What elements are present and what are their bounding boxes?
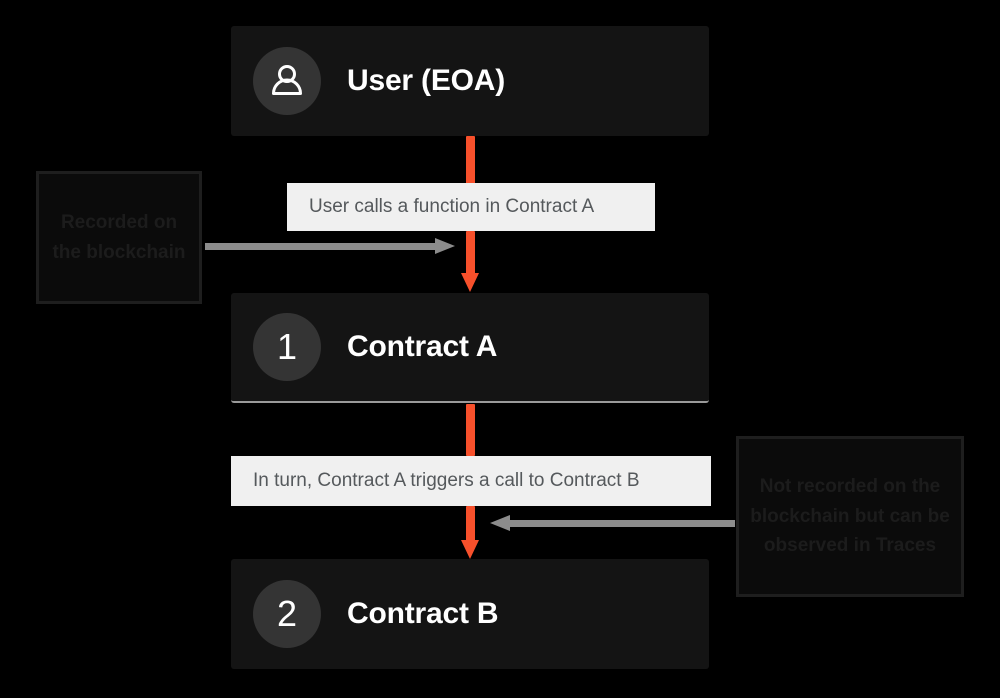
arrow-shaft xyxy=(466,231,475,275)
step-label-contract-a-triggers-contract-b: In turn, Contract A triggers a call to C… xyxy=(231,456,711,506)
flow-arrow-step1-to-contract-a xyxy=(461,231,479,293)
node-user-label: User (EOA) xyxy=(347,64,506,97)
arrow-head xyxy=(490,515,510,531)
arrow-head-down-icon xyxy=(461,273,479,292)
arrow-shaft xyxy=(466,404,475,456)
node-contract-a[interactable]: 1 Contract A xyxy=(231,293,709,403)
node-contract-b-label: Contract B xyxy=(347,597,499,630)
step-number-badge-2: 2 xyxy=(253,580,321,648)
arrow-shaft xyxy=(466,506,475,542)
annotation-arrow-left-icon xyxy=(490,515,735,531)
flow-arrow-user-to-step1 xyxy=(461,136,479,184)
step-number-badge-1: 1 xyxy=(253,313,321,381)
step-label-1-text: User calls a function in Contract A xyxy=(309,196,595,217)
step-label-2-text: In turn, Contract A triggers a call to C… xyxy=(253,470,640,491)
node-user[interactable]: User (EOA) xyxy=(231,26,709,136)
annotation-left-text: Recorded on the blockchain xyxy=(52,212,186,263)
step-label-user-calls-contract-a: User calls a function in Contract A xyxy=(287,183,655,231)
annotation-right-text: Not recorded on the blockchain but can b… xyxy=(750,476,950,557)
person-icon-badge xyxy=(253,47,321,115)
flow-arrow-contract-a-to-step2 xyxy=(461,404,479,456)
arrow-shaft xyxy=(510,520,735,527)
annotation-not-recorded-on-blockchain: Not recorded on the blockchain but can b… xyxy=(736,436,964,597)
node-contract-a-label: Contract A xyxy=(347,330,498,363)
annotation-recorded-on-blockchain: Recorded on the blockchain xyxy=(36,171,202,304)
node-contract-b[interactable]: 2 Contract B xyxy=(231,559,709,669)
person-icon xyxy=(272,65,302,95)
arrow-shaft xyxy=(205,243,437,250)
flow-arrow-step2-to-contract-b xyxy=(461,506,479,560)
annotation-arrow-right-icon xyxy=(205,238,455,254)
arrow-head-down-icon xyxy=(461,540,479,559)
arrow-head xyxy=(435,238,455,254)
arrow-shaft xyxy=(466,136,475,184)
